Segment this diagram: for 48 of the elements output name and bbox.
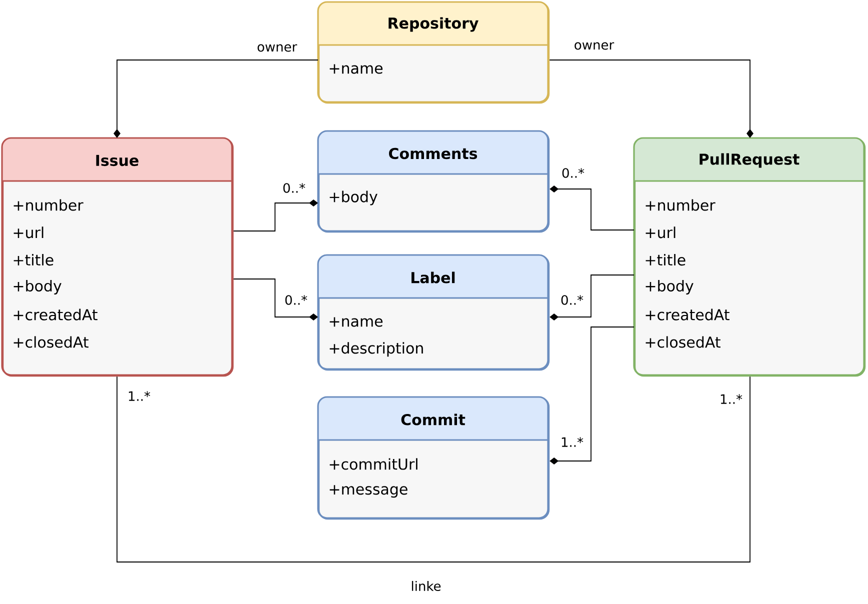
attribute-text: +number: [646, 199, 716, 211]
connector: [233, 278, 318, 320]
attribute-text: +title: [646, 254, 686, 266]
class-box: [317, 130, 550, 233]
class-box: [317, 254, 550, 371]
attribute-text: +number: [14, 199, 84, 211]
attribute-text: +message: [330, 485, 408, 498]
attribute-text: +url: [646, 226, 676, 238]
attribute-text: +commitUrl: [330, 458, 418, 470]
attribute-text: +name: [330, 317, 382, 327]
connector: [116, 376, 750, 562]
edge-label: 0..*: [559, 294, 585, 306]
edge-label: owner: [256, 43, 298, 53]
multiplicity-label: 1..*: [126, 390, 152, 402]
attribute-text: +closedAt: [14, 336, 88, 348]
attribute-text: +createdAt: [14, 308, 98, 320]
class-name: PullRequest: [700, 153, 800, 168]
class-box: [317, 396, 550, 520]
class-box: [633, 137, 866, 377]
class-name: Comments: [389, 148, 478, 160]
attribute-text: +name: [330, 64, 382, 74]
connector: [550, 326, 634, 464]
edge-label: owner: [572, 41, 616, 51]
attribute-text: +body: [646, 280, 694, 294]
edge-label: 0..*: [283, 294, 309, 306]
class-name: Commit: [401, 414, 466, 426]
connector: [233, 200, 318, 232]
edge-label: 0..*: [281, 182, 307, 194]
connector: [549, 60, 754, 138]
edge-label: 1..*: [559, 436, 585, 448]
connector: [550, 274, 634, 320]
attribute-text: +description: [330, 342, 423, 357]
connector: [114, 60, 318, 138]
class-name: Issue: [96, 154, 138, 166]
attribute-text: +createdAt: [646, 308, 730, 320]
attribute-text: +body: [14, 280, 62, 294]
attribute-text: +title: [14, 254, 54, 266]
class-name: Repository: [388, 17, 478, 32]
class-name: Label: [412, 272, 455, 284]
attribute-text: +closedAt: [646, 336, 720, 348]
attribute-text: +url: [14, 226, 44, 238]
connector: [550, 186, 634, 230]
multiplicity-label: 1..*: [718, 393, 744, 405]
attribute-text: +body: [330, 190, 378, 206]
edge-label: 0..*: [560, 167, 586, 179]
class-box: [317, 1, 550, 104]
class-box: [1, 137, 234, 377]
edge-label: linke: [410, 580, 442, 592]
